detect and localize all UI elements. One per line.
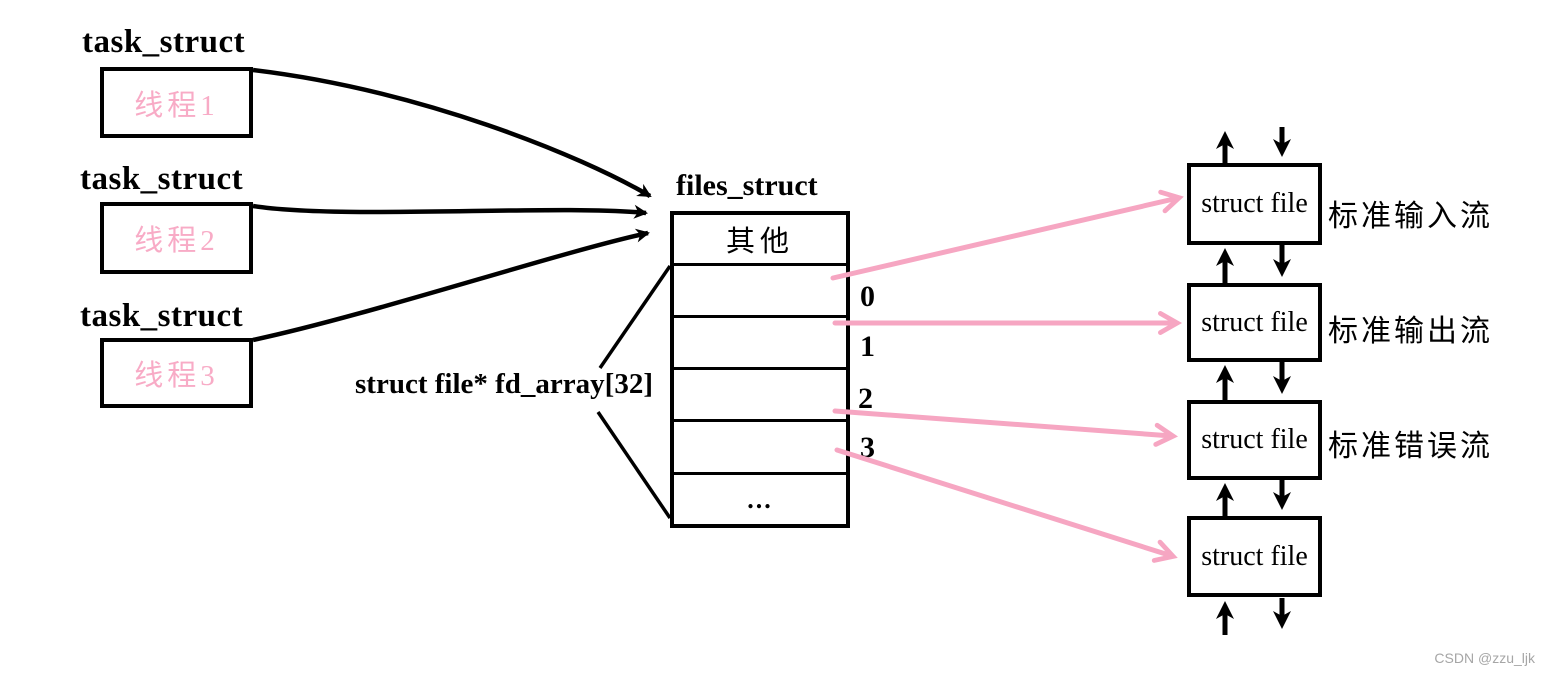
- fd0-to-stdin-arrow: [830, 189, 1184, 281]
- struct-file-box-2: struct file: [1187, 400, 1322, 480]
- fd-array-bracket-lower-line: [596, 411, 672, 519]
- fd-array-label: struct file* fd_array[32]: [355, 368, 653, 400]
- thread-label-2: 线程2: [134, 225, 219, 257]
- fd2-to-stderr-arrow: [832, 408, 1179, 447]
- task-struct-title-1: task_struct: [82, 24, 246, 60]
- struct-file-box-1: struct file: [1187, 283, 1322, 362]
- fd-index-3: 3: [860, 431, 875, 464]
- thread-label-1: 线程1: [134, 89, 219, 122]
- fd-index-1: 1: [860, 330, 875, 363]
- thread-box-2: 线程2: [100, 202, 253, 274]
- stream-label-stdout: 标准输出流: [1328, 315, 1493, 348]
- thread-box-1: 线程1: [100, 67, 253, 138]
- fd-row-0: [674, 263, 846, 315]
- fd-row-dots: ...: [674, 472, 846, 524]
- thread2-to-files-arrow: [252, 203, 648, 219]
- fd-index-2: 2: [858, 382, 873, 415]
- stream-label-stderr: 标准错误流: [1328, 430, 1493, 463]
- thread1-to-files-arrow: [252, 67, 652, 198]
- fd-array-bracket-upper-line: [598, 265, 672, 369]
- fd3-to-file-arrow: [834, 447, 1178, 563]
- files-struct-title: files_struct: [676, 169, 818, 202]
- thread3-to-files-arrow: [252, 228, 650, 343]
- fd-index-0: 0: [860, 280, 875, 313]
- thread-box-3: 线程3: [100, 338, 253, 408]
- fd-row-other: 其他: [725, 226, 794, 258]
- task-struct-title-2: task_struct: [80, 161, 244, 197]
- struct-file-box-3: struct file: [1187, 516, 1322, 597]
- fd-row-1: [674, 315, 846, 367]
- struct-file-box-0: struct file: [1187, 163, 1322, 245]
- thread-label-3: 线程3: [134, 360, 219, 392]
- task-struct-title-3: task_struct: [80, 298, 244, 334]
- stream-label-stdin: 标准输入流: [1328, 200, 1493, 233]
- fd-row-3: [674, 419, 846, 472]
- watermark: CSDN @zzu_ljk: [1434, 650, 1535, 666]
- fd-row-2: [674, 367, 846, 419]
- fd-table: 其他 ...: [670, 211, 850, 528]
